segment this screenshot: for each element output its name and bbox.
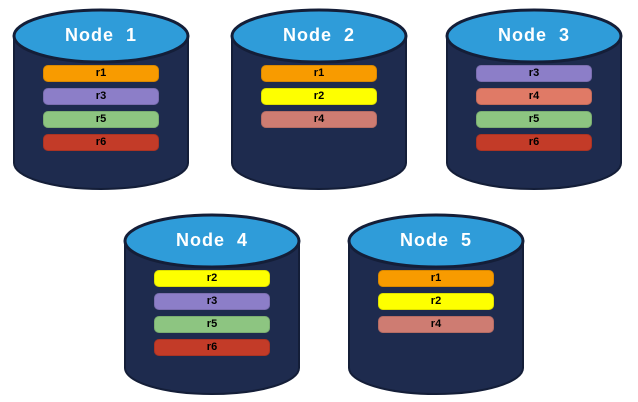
replica-bars: r1 r2 r4 — [378, 270, 494, 339]
replica-bar-r6: r6 — [476, 134, 592, 151]
replica-bar-r4: r4 — [261, 111, 377, 128]
replica-bars: r1 r3 r5 r6 — [43, 65, 159, 157]
replica-bar-r2: r2 — [154, 270, 270, 287]
replica-bar-r3: r3 — [43, 88, 159, 105]
cylinder-top — [12, 8, 190, 64]
replica-bar-r5: r5 — [476, 111, 592, 128]
replica-bar-r3: r3 — [476, 65, 592, 82]
replica-bar-label: r3 — [206, 295, 218, 307]
node-3-cylinder: Node 3 r3 r4 r5 r6 — [444, 7, 624, 191]
cylinder-top — [230, 8, 408, 64]
node-title: Node 5 — [399, 230, 472, 250]
replica-bar-r4: r4 — [378, 316, 494, 333]
replica-bar-r5: r5 — [154, 316, 270, 333]
node-4-cylinder: Node 4 r2 r3 r5 r6 — [122, 212, 302, 396]
replica-bar-label: r6 — [528, 136, 540, 148]
replica-bar-r4: r4 — [476, 88, 592, 105]
replica-bar-r3: r3 — [154, 293, 270, 310]
replica-bar-label: r4 — [528, 90, 540, 102]
replica-bar-r5: r5 — [43, 111, 159, 128]
replica-bar-r2: r2 — [261, 88, 377, 105]
node-title: Node 3 — [497, 25, 570, 45]
replica-bars: r1 r2 r4 — [261, 65, 377, 134]
replica-bar-label: r6 — [95, 136, 107, 148]
replica-bar-r2: r2 — [378, 293, 494, 310]
cylinder-top — [347, 213, 525, 269]
replica-bar-label: r1 — [313, 67, 325, 79]
replica-bar-label: r6 — [206, 341, 218, 353]
node-title: Node 1 — [64, 25, 137, 45]
cylinder-top — [445, 8, 623, 64]
replica-bars: r2 r3 r5 r6 — [154, 270, 270, 362]
replica-bar-label: r5 — [528, 113, 540, 125]
replica-bar-label: r4 — [313, 113, 325, 125]
node-2-cylinder: Node 2 r1 r2 r4 — [229, 7, 409, 191]
replica-bar-label: r3 — [95, 90, 107, 102]
replica-bar-r6: r6 — [154, 339, 270, 356]
replica-bar-label: r1 — [95, 67, 107, 79]
node-title: Node 2 — [282, 25, 355, 45]
replica-bar-r1: r1 — [261, 65, 377, 82]
replica-bar-r1: r1 — [43, 65, 159, 82]
replica-bar-label: r5 — [206, 318, 218, 330]
replica-bar-label: r3 — [528, 67, 540, 79]
replica-bar-label: r2 — [430, 295, 442, 307]
node-title: Node 4 — [175, 230, 248, 250]
cylinder-top — [123, 213, 301, 269]
node-5-cylinder: Node 5 r1 r2 r4 — [346, 212, 526, 396]
replica-bar-label: r2 — [313, 90, 325, 102]
node-1-cylinder: Node 1 r1 r3 r5 r6 — [11, 7, 191, 191]
replica-bar-label: r2 — [206, 272, 218, 284]
replica-bar-label: r4 — [430, 318, 442, 330]
replica-bar-r6: r6 — [43, 134, 159, 151]
replica-bars: r3 r4 r5 r6 — [476, 65, 592, 157]
replica-bar-r1: r1 — [378, 270, 494, 287]
replica-bar-label: r1 — [430, 272, 442, 284]
replica-bar-label: r5 — [95, 113, 107, 125]
